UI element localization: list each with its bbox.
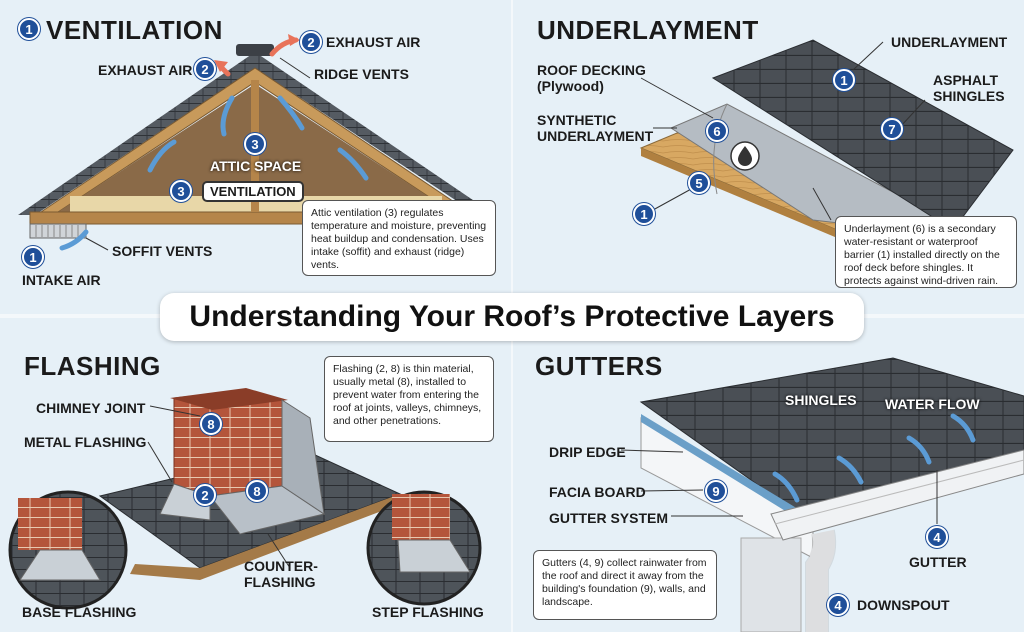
underlayment-panel: UNDERLAYMENT ROOF DECKING (Plywood) SYNT… [513,0,1024,314]
barrier-badge-1: 1 [633,203,655,225]
water-flow-arrows [772,413,976,503]
flashing-roof-edge [130,494,400,580]
flashing-note: Flashing (2, 8) is thin material, usuall… [324,356,494,442]
facia-badge-9: 9 [705,480,727,502]
chimney-badge-8: 8 [200,413,222,435]
flashing-panel: FLASHING CHIMNEY JOINT METAL FLASHING CO… [0,318,511,632]
gutters-panel: GUTTERS SHINGLES WATER FLOW DRIP EDGE FA… [513,318,1024,632]
counter-flashing-label-2: FLASHING [244,574,316,590]
drip-edge-label: DRIP EDGE [549,444,626,460]
gutters-heading: GUTTERS [535,351,663,381]
underlayment-note: Underlayment (6) is a secondary water-re… [835,216,1017,288]
underlayment-label: UNDERLAYMENT [891,34,1008,50]
exhaust-left-badge: 2 [194,58,216,80]
underlayment-badge-1: 1 [833,69,855,91]
exhaust-air-left-label: EXHAUST AIR [98,62,193,78]
facia-board-label: FACIA BOARD [549,484,646,500]
exhaust-right-badge: 2 [300,31,322,53]
gutter-system-label: GUTTER SYSTEM [549,510,669,526]
asphalt-label-1: ASPHALT [933,72,999,88]
downspout-pipe [806,529,836,632]
flashing-diagram [8,388,482,610]
intake-air-label: INTAKE AIR [22,272,101,288]
attic-number-badge: 3 [244,133,266,155]
gutter-label: GUTTER [909,554,967,570]
flashing-heading: FLASHING [24,351,161,381]
ventilation-note: Attic ventilation (3) regulates temperat… [302,200,496,276]
exhaust-air-right-label: EXHAUST AIR [326,34,421,50]
ventilation-panel: 1 VENTILATION EXHAUST AIR 2 2 EXHAUST AI… [0,0,511,314]
base-flashing-label: BASE FLASHING [22,604,137,620]
flashing-badge-2: 2 [194,484,216,506]
gutters-diagram [620,357,1024,632]
soffit-vents-label: SOFFIT VENTS [112,243,213,259]
chimney-top [170,388,288,410]
chimney-joint-label: CHIMNEY JOINT [36,400,146,416]
asphalt-label-2: SHINGLES [933,88,1005,104]
ridge-vents-label: RIDGE VENTS [314,66,409,82]
ridge-vent-shape [236,44,274,56]
plywood-label: (Plywood) [537,78,604,94]
house-wall [740,537,802,632]
counter-flashing-label-1: COUNTER- [244,558,318,574]
water-flow-label: WATER FLOW [885,396,980,412]
gutters-note: Gutters (4, 9) collect rainwater from th… [533,550,717,620]
synthetic-label-1: SYNTHETIC [537,112,617,128]
intake-number-badge: 1 [22,246,44,268]
shingles-badge-7: 7 [881,118,903,140]
gutter-trough [770,449,1024,541]
roof-decking-label: ROOF DECKING [537,62,646,78]
downspout-badge-4: 4 [827,594,849,616]
airflow-arrows [59,95,369,251]
asphalt-shingles-surface [711,39,1014,231]
ventilation-heading: VENTILATION [46,15,223,45]
metal-flashing-label: METAL FLASHING [24,434,147,450]
gutter-badge-4: 4 [926,526,948,548]
synthetic-label-2: UNDERLAYMENT [537,128,654,144]
exhaust-arrow-left [214,60,228,72]
underlayment-heading: UNDERLAYMENT [537,15,759,45]
ventilation-pill: VENTILATION [202,181,304,202]
heading-number-badge: 1 [18,18,40,40]
downspout-label: DOWNSPOUT [857,597,950,613]
shingles-label: SHINGLES [785,392,857,408]
counter-badge-8: 8 [246,480,268,502]
step-flashing-shape [281,399,325,516]
attic-space-label: ATTIC SPACE [210,158,302,174]
ventilation-number-badge: 3 [170,180,192,202]
exhaust-arrow-right [288,34,300,46]
decking-badge-5: 5 [688,172,710,194]
underlayment-badge-6: 6 [706,120,728,142]
step-flashing-label: STEP FLASHING [372,604,484,620]
page-title: Understanding Your Roof’s Protective Lay… [160,293,864,341]
